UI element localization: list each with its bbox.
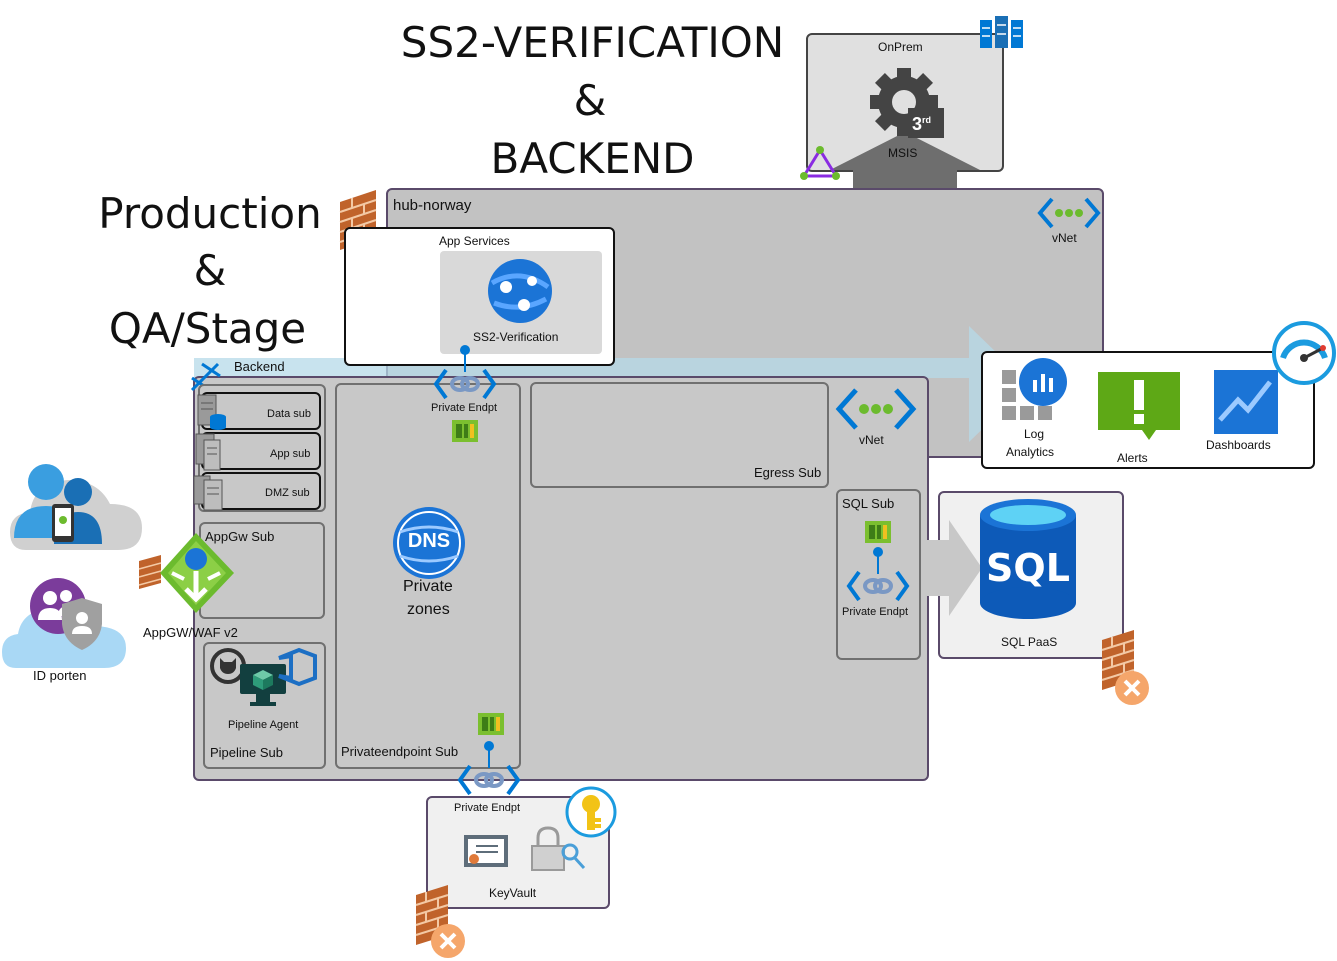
title-amp-left: & [193, 246, 227, 295]
alerts-label: Alerts [1117, 451, 1148, 465]
app-service-name: SS2-Verification [473, 330, 559, 344]
dashboards-icon [1214, 370, 1278, 434]
app-subnet-label: App sub [270, 448, 311, 460]
sql-server-icon [197, 394, 226, 430]
server-rack-icon [980, 16, 1023, 48]
third-party-badge: 3rd [912, 111, 931, 133]
nic-icon-sql [865, 521, 891, 543]
badge-suffix: rd [922, 115, 932, 125]
badge-number: 3 [912, 114, 923, 134]
private-endpoint-label-sql: Private Endpt [842, 606, 909, 618]
sql-subnet-label: SQL Sub [842, 496, 895, 511]
firewall-icon-sql [1101, 630, 1149, 705]
title-backend: BACKEND [490, 134, 695, 183]
dns-icon [393, 507, 465, 579]
vnet-icon-hub [1037, 197, 1101, 229]
id-porten-cloud-icon [2, 578, 126, 668]
lock-key-icon [531, 826, 586, 871]
log-analytics-icon [1002, 358, 1067, 420]
pipeline-agent-label: Pipeline Agent [228, 719, 299, 731]
onprem-title: OnPrem [878, 40, 923, 54]
dmz-subnet-label: DMZ sub [265, 487, 310, 499]
app-service-globe-icon [488, 259, 552, 323]
users-cloud-icon [10, 464, 142, 550]
sql-subnet[interactable] [836, 489, 921, 660]
msis-label: MSIS [888, 146, 918, 160]
egress-subnet-label: Egress Sub [754, 465, 822, 480]
app-server-icon [195, 433, 221, 471]
nic-icon-app [452, 420, 478, 442]
keyvault-label: KeyVault [489, 886, 537, 900]
monitor-gauge-icon [1272, 321, 1336, 385]
dashboards-label: Dashboards [1206, 438, 1271, 452]
title-ss2-verification: SS2-VERIFICATION [400, 18, 785, 67]
appgw-subnet-label: AppGw Sub [205, 529, 275, 544]
private-endpoint-icon-app [433, 345, 497, 400]
hub-vnet-label: vNet [1052, 231, 1077, 245]
sql-icon-text: SQL [986, 546, 1070, 590]
gear-icon [870, 68, 944, 138]
title-amp-right: & [573, 76, 607, 125]
vnet-icon-backend [835, 388, 917, 430]
dmz-server-icon [193, 475, 223, 511]
onprem-roof-shape [830, 132, 980, 188]
title-production: Production [98, 189, 322, 238]
dns-zones-label: zones [407, 601, 450, 618]
private-endpoint-label-keyvault: Private Endpt [454, 802, 521, 814]
sql-database-icon [980, 499, 1076, 619]
firewall-icon-keyvault [415, 885, 465, 958]
app-services-title: App Services [439, 234, 510, 248]
firewall-icon-appgw [138, 555, 162, 589]
backend-vnet-label: vNet [859, 433, 884, 447]
certificate-icon [464, 835, 508, 867]
nic-icon-keyvault [478, 713, 504, 735]
private-endpoint-icon-sql [846, 547, 910, 602]
private-endpoint-label-app: Private Endpt [431, 402, 498, 414]
dns-icon-text: DNS [407, 530, 451, 552]
log-analytics-label-1: Log [1024, 427, 1045, 441]
hub-norway-title: hub-norway [393, 197, 472, 214]
key-vault-icon [565, 786, 617, 838]
private-endpoint-subnet-label: Privateendpoint Sub [341, 744, 459, 759]
private-endpoint-icon-keyvault [457, 741, 521, 796]
dns-private-label: Private [403, 578, 453, 595]
flow-arrow-sql [924, 520, 982, 616]
pipeline-subnet-label: Pipeline Sub [210, 745, 283, 760]
appgw-label: AppGW/WAF v2 [143, 625, 238, 640]
app-subnet[interactable] [201, 432, 321, 470]
title-qa-stage: QA/Stage [108, 304, 307, 353]
pipeline-agent-icon [240, 664, 286, 706]
log-analytics-label-2: Analytics [1006, 445, 1055, 459]
backend-title: Backend [234, 359, 285, 374]
id-porten-label: ID porten [33, 668, 87, 683]
alerts-icon [1098, 372, 1180, 440]
azure-devops-icon [278, 647, 317, 687]
egress-subnet[interactable] [530, 382, 829, 488]
sql-paas-label: SQL PaaS [1001, 635, 1058, 649]
vpn-gateway-icon [800, 146, 840, 180]
app-gateway-icon [160, 533, 234, 613]
data-subnet-label: Data sub [267, 408, 312, 420]
